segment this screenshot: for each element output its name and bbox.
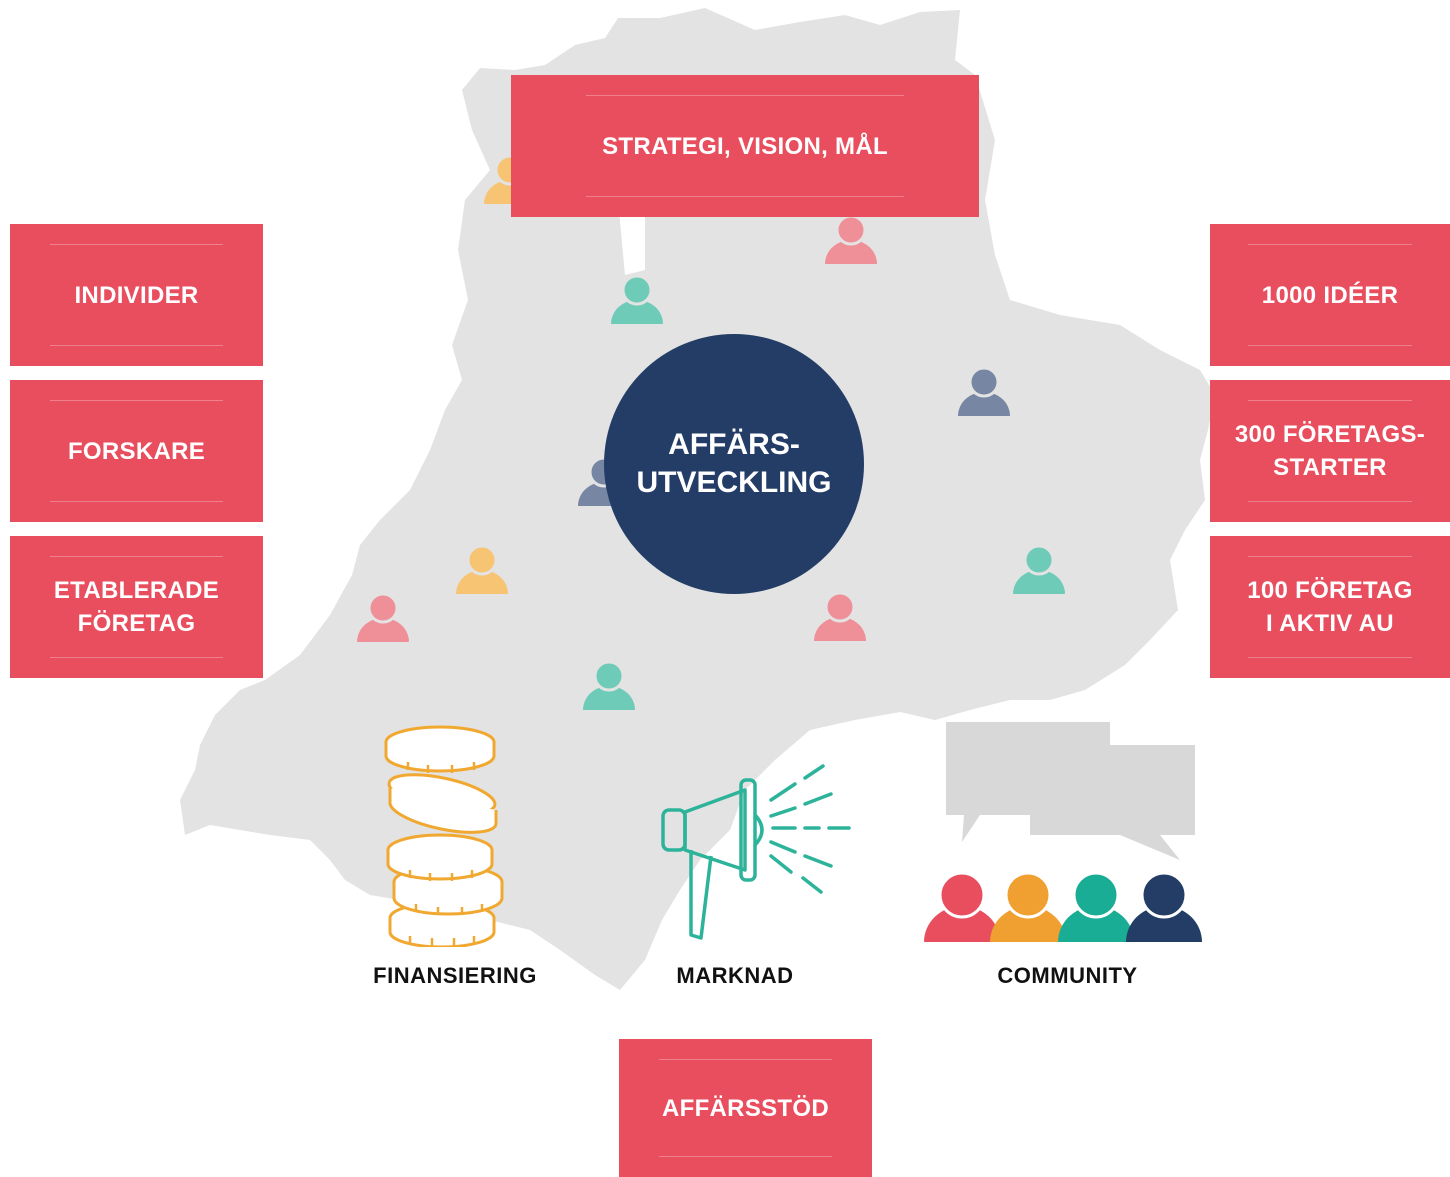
coin-stack-icon bbox=[384, 725, 504, 947]
megaphone-icon bbox=[661, 764, 851, 940]
right-box-label: 100 FÖRETAG I AKTIV AU bbox=[1247, 577, 1413, 637]
financing-label: FINANSIERING bbox=[373, 963, 537, 988]
people-group-icon bbox=[924, 722, 1202, 942]
person-marker-icon bbox=[583, 660, 635, 710]
left-box-label: INDIVIDER bbox=[74, 281, 199, 309]
left-box-individer: INDIVIDER bbox=[10, 224, 263, 366]
right-box-aktiv-au: 100 FÖRETAG I AKTIV AU bbox=[1210, 536, 1450, 678]
person-marker-icon bbox=[456, 544, 508, 594]
market-label: MARKNAD bbox=[676, 963, 794, 988]
right-box-label: 1000 IDÉER bbox=[1261, 281, 1399, 309]
right-box-starter: 300 FÖRETAGS- STARTER bbox=[1210, 380, 1450, 522]
speech-bubble-icon bbox=[1030, 745, 1195, 860]
person-marker-icon bbox=[958, 366, 1010, 416]
left-box-forskare: FORSKARE bbox=[10, 380, 263, 522]
person-marker-icon bbox=[825, 214, 877, 264]
right-box-ideer: 1000 IDÉER bbox=[1210, 224, 1450, 366]
person-marker-icon bbox=[1013, 544, 1065, 594]
left-box-label: FORSKARE bbox=[67, 437, 206, 465]
affarsstod-box: AFFÄRSSTÖD bbox=[619, 1039, 872, 1177]
person-marker-icon bbox=[357, 592, 409, 642]
affarsstod-label: AFFÄRSSTÖD bbox=[662, 1094, 829, 1122]
community-label: COMMUNITY bbox=[997, 963, 1138, 988]
center-label: AFFÄRS- UTVECKLING bbox=[636, 428, 832, 499]
right-box-label: 300 FÖRETAGS- STARTER bbox=[1234, 421, 1426, 481]
person-marker-icon bbox=[814, 591, 866, 641]
person-marker-icon bbox=[611, 274, 663, 324]
strategy-box: STRATEGI, VISION, MÅL bbox=[511, 75, 979, 217]
left-box-etablerade: ETABLERADE FÖRETAG bbox=[10, 536, 263, 678]
center-circle: AFFÄRS- UTVECKLING bbox=[604, 334, 864, 594]
strategy-label: STRATEGI, VISION, MÅL bbox=[602, 132, 888, 160]
left-box-label: ETABLERADE FÖRETAG bbox=[53, 577, 220, 637]
